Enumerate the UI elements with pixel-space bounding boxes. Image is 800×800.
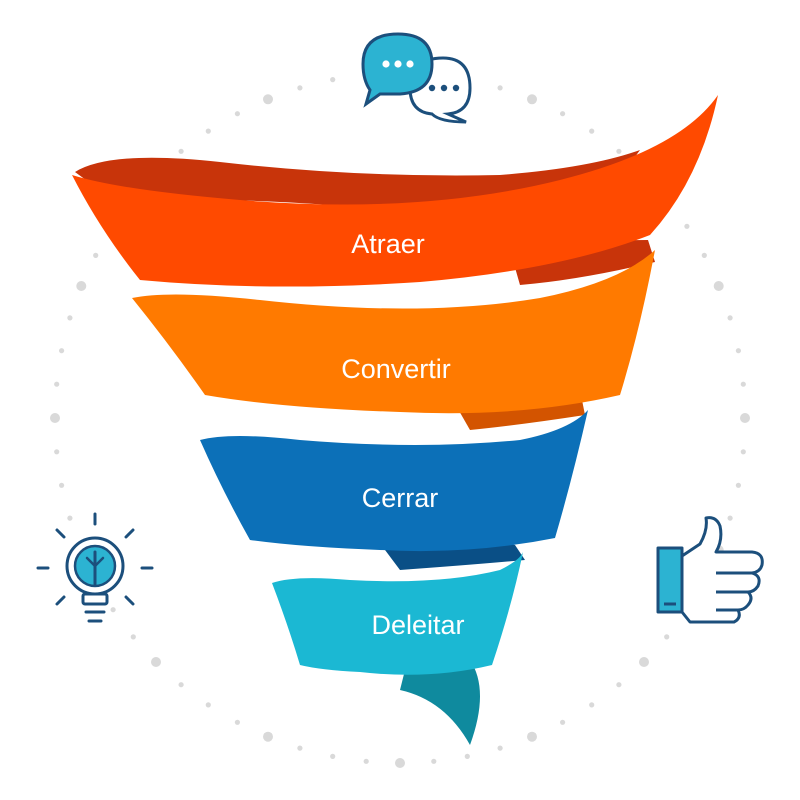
orbit-dot — [93, 252, 99, 258]
orbit-dot — [263, 731, 273, 742]
orbit-dot — [59, 348, 65, 354]
orbit-dot — [234, 719, 240, 725]
orbit-dot — [664, 634, 670, 640]
stage-cerrar: Cerrar — [200, 388, 588, 552]
orbit-dot — [205, 128, 211, 134]
orbit-dot — [527, 94, 537, 105]
stage-deleitar: Deleitar — [272, 530, 525, 675]
orbit-dot — [560, 111, 566, 117]
orbit-dot — [205, 702, 211, 708]
orbit-dot — [713, 281, 724, 291]
orbit-dot — [589, 128, 595, 134]
orbit-dot — [616, 148, 622, 154]
orbit-dot — [54, 381, 60, 387]
orbit-dot — [67, 515, 73, 521]
orbit-dot — [497, 85, 503, 91]
orbit-dot — [527, 731, 537, 742]
orbit-dot — [497, 745, 503, 751]
stage-convertir-band — [132, 250, 655, 414]
orbit-dot — [110, 607, 116, 613]
thumbs-up-icon — [656, 516, 764, 624]
stage-deleitar-band — [272, 552, 523, 675]
orbit-dot — [395, 758, 405, 768]
orbit-dot — [130, 634, 136, 640]
orbit-dot — [727, 315, 733, 321]
orbit-dot — [50, 413, 60, 423]
orbit-dot — [67, 315, 73, 321]
stage-cerrar-label: Cerrar — [362, 483, 439, 513]
orbit-dot — [735, 482, 742, 488]
orbit-dot — [76, 281, 87, 291]
orbit-dot — [54, 449, 60, 455]
orbit-dot — [59, 482, 65, 488]
orbit-dot — [178, 682, 184, 688]
orbit-dot — [701, 252, 707, 258]
stage-cerrar-band — [200, 410, 588, 552]
orbit-dot — [363, 758, 369, 764]
stage-convertir-label: Convertir — [341, 354, 451, 384]
lightbulb-icon — [36, 512, 154, 623]
orbit-dot — [151, 657, 161, 667]
orbit-dot — [297, 745, 303, 751]
chat-bubbles-icon — [361, 32, 472, 124]
orbit-dot — [330, 77, 336, 83]
stage-atraer-band — [72, 95, 718, 287]
orbit-dot — [684, 223, 690, 229]
orbit-dot — [178, 148, 184, 154]
orbit-dot — [735, 348, 742, 354]
stage-atraer: Atraer — [72, 95, 718, 287]
orbit-dot — [616, 682, 622, 688]
orbit-dot — [639, 657, 649, 667]
orbit-dot — [560, 719, 566, 725]
orbit-dot — [464, 753, 470, 760]
orbit-dot — [330, 753, 336, 760]
stage-deleitar-label: Deleitar — [371, 610, 464, 640]
orbit-dot — [740, 381, 746, 387]
orbit-dot — [727, 515, 733, 521]
orbit-dot — [740, 413, 750, 423]
stage-atraer-label: Atraer — [351, 229, 425, 259]
orbit-dot — [297, 85, 303, 91]
orbit-dot — [740, 449, 746, 455]
orbit-dot — [263, 94, 273, 105]
orbit-dot — [589, 702, 595, 708]
orbit-dot — [234, 111, 240, 117]
orbit-dot — [431, 758, 437, 764]
